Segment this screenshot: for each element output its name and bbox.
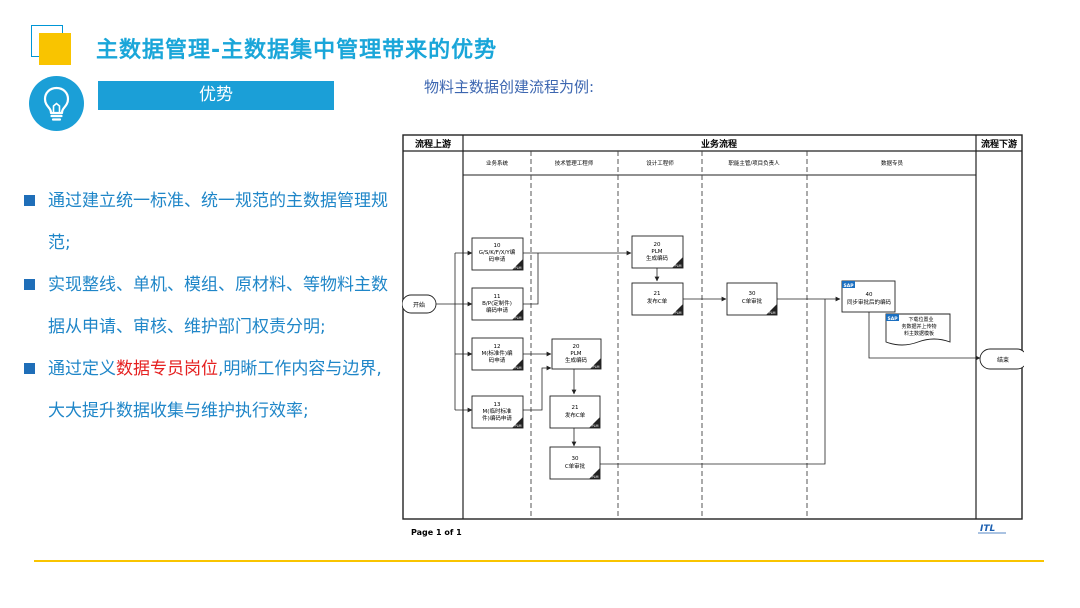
svg-text:PLM: PLM	[514, 266, 521, 270]
process-node-21-tech: 21 发布C单 PLM	[549, 395, 601, 429]
svg-text:PLM: PLM	[591, 475, 598, 479]
flow-frame	[402, 134, 1023, 520]
svg-text:SAP: SAP	[887, 316, 898, 322]
svg-text:同步审批后的编码: 同步审批后的编码	[847, 298, 892, 306]
svg-text:务数据并上传物: 务数据并上传物	[901, 323, 936, 330]
svg-text:下载位置业: 下载位置业	[908, 316, 933, 323]
flow-footer: Page 1 of 1	[411, 528, 462, 537]
svg-text:码申请: 码申请	[489, 356, 506, 364]
svg-text:10: 10	[494, 243, 501, 249]
process-node-10: 10 G/S/K/F/X/Y编 码申请 PLM	[471, 237, 524, 271]
process-node-11: 11 B/P(定制件) 编码申请 PLM	[471, 287, 524, 321]
page-title: 主数据管理-主数据集中管理带来的优势	[96, 38, 498, 63]
bottom-divider	[34, 560, 1044, 562]
lane-label: 数据专员	[881, 159, 904, 167]
bullet-text: 实现整线、单机、模组、原材料、等物料主数据从申请、审核、维护部门权责分明;	[48, 275, 388, 337]
svg-text:编码申请: 编码申请	[486, 306, 509, 314]
svg-text:PLM: PLM	[592, 365, 599, 369]
process-node-12: 12 M(标准件)编 码申请 PLM	[471, 337, 524, 371]
svg-text:12: 12	[494, 344, 501, 350]
process-node-21-design: 21 发布C单 PLM	[631, 282, 684, 316]
svg-text:M(标准件)编: M(标准件)编	[481, 349, 513, 357]
header-upstream: 流程上游	[415, 138, 451, 150]
svg-text:40: 40	[866, 292, 873, 298]
svg-text:21: 21	[654, 291, 661, 297]
process-node-20-tech: 20 PLM 生成编码 PLM	[551, 338, 602, 370]
bullet-item: 通过建立统一标准、统一规范的主数据管理规范;	[22, 180, 397, 264]
bullet-square-icon	[24, 279, 35, 290]
lane-label: 业务系统	[486, 159, 509, 167]
process-node-30-manager: 30 C单审批 PLM	[726, 282, 778, 316]
svg-text:30: 30	[749, 291, 756, 297]
svg-text:生成编码: 生成编码	[646, 254, 669, 262]
process-node-13: 13 M(临时标准 件)编码申请 PLM	[471, 395, 524, 429]
svg-text:SAP: SAP	[843, 283, 854, 289]
bullet-item: 实现整线、单机、模组、原材料、等物料主数据从申请、审核、维护部门权责分明;	[22, 264, 397, 348]
svg-text:PLM: PLM	[674, 311, 681, 315]
bullet-text: 通过定义	[48, 359, 116, 379]
svg-text:21: 21	[572, 405, 579, 411]
itl-logo: ITL	[980, 524, 995, 534]
bullet-list: 通过建立统一标准、统一规范的主数据管理规范; 实现整线、单机、模组、原材料、等物…	[22, 180, 397, 432]
advantage-banner: 优势	[98, 81, 334, 110]
svg-text:30: 30	[572, 456, 579, 462]
svg-text:码申请: 码申请	[489, 255, 506, 263]
svg-text:20: 20	[573, 344, 580, 350]
svg-text:PLM: PLM	[674, 264, 681, 268]
bullet-item: 通过定义数据专员岗位,明晰工作内容与边界,大大提升数据收集与维护执行效率;	[22, 348, 397, 432]
svg-text:PLM: PLM	[514, 316, 521, 320]
lane-label: 技术管理工程师	[555, 159, 594, 167]
sap-icon	[842, 281, 855, 288]
svg-text:C单审批: C单审批	[742, 297, 763, 305]
svg-text:PLM: PLM	[570, 351, 581, 357]
title-deco-square	[39, 33, 71, 65]
svg-text:PLM: PLM	[651, 249, 662, 255]
svg-text:生成编码: 生成编码	[565, 356, 588, 364]
svg-text:20: 20	[654, 242, 661, 248]
start-label: 开始	[413, 301, 425, 309]
svg-text:发布C单: 发布C单	[647, 297, 668, 305]
bullet-square-icon	[24, 195, 35, 206]
lane-label: 设计工程师	[646, 159, 674, 167]
svg-text:13: 13	[494, 402, 501, 408]
svg-text:PLM: PLM	[514, 424, 521, 428]
lane-label: 职能主管/项目负责人	[728, 159, 780, 167]
svg-text:PLM: PLM	[514, 366, 521, 370]
header-business: 业务流程	[701, 138, 737, 150]
svg-text:件)编码申请: 件)编码申请	[482, 414, 512, 422]
header-downstream: 流程下游	[981, 138, 1017, 150]
svg-text:G/S/K/F/X/Y编: G/S/K/F/X/Y编	[479, 248, 516, 256]
sap-icon	[886, 314, 899, 321]
svg-text:C单审批: C单审批	[565, 462, 586, 470]
end-label: 结束	[997, 356, 1009, 364]
svg-text:发布C单: 发布C单	[565, 411, 586, 419]
bullet-text: ,明晰工作内容与边界,大大提升数据收集与维护执行效率;	[48, 359, 382, 421]
process-node-20-design: 20 PLM 生成编码 PLM	[631, 235, 684, 269]
svg-text:M(临时标准: M(临时标准	[483, 407, 512, 415]
flowchart: 流程上游 业务流程 流程下游 业务系统 技术管理工程师 设计工程师 职能主管/项…	[402, 134, 1024, 537]
bullet-square-icon	[24, 363, 35, 374]
svg-text:PLM: PLM	[591, 424, 598, 428]
svg-text:PLM: PLM	[768, 311, 775, 315]
lightbulb-icon	[29, 76, 84, 131]
svg-text:11: 11	[494, 294, 501, 300]
bullet-text: 通过建立统一标准、统一规范的主数据管理规范;	[48, 191, 388, 253]
process-node-40: SAP 40 同步审批后的编码	[841, 280, 896, 313]
process-node-30-tech: 30 C单审批 PLM	[549, 446, 601, 480]
bullet-highlight: 数据专员岗位	[116, 359, 218, 379]
note-document: SAP 下载位置业 务数据并上传物 料主数据模板	[885, 313, 951, 346]
flow-caption: 物料主数据创建流程为例:	[424, 78, 595, 96]
svg-text:B/P(定制件): B/P(定制件)	[482, 299, 512, 307]
svg-text:料主数据模板: 料主数据模板	[904, 330, 934, 337]
